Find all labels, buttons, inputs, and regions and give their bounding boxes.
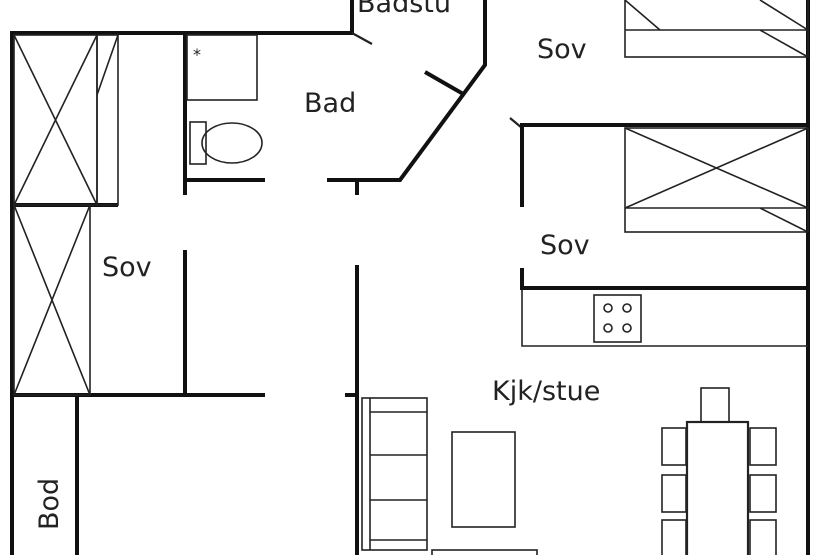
bathroom-cabinet: * [186, 34, 258, 101]
stove-icon [593, 294, 642, 343]
room-label-badstu: Badstu [357, 0, 451, 19]
dining-set [661, 387, 777, 555]
wardrobe-upper [13, 34, 119, 206]
room-label-sov-top-right: Sov [537, 34, 587, 65]
room-label-bad: Bad [304, 88, 356, 119]
bed-top-right [624, 0, 809, 58]
svg-text:*: * [193, 45, 201, 64]
room-label-sov-left: Sov [102, 252, 152, 283]
walls [10, 0, 810, 555]
room-label-kjokken-stue: Kjk/stue [492, 376, 600, 407]
wardrobe-lower [13, 204, 91, 396]
room-label-bod: Bod [34, 478, 65, 530]
bed-mid-right [624, 127, 809, 233]
room-label-sov-mid-right: Sov [540, 230, 590, 261]
coffee-table [451, 431, 516, 528]
kitchen-counter [521, 290, 808, 347]
toilet-icon [189, 121, 263, 165]
armchair [431, 549, 538, 555]
sofa [361, 397, 428, 551]
